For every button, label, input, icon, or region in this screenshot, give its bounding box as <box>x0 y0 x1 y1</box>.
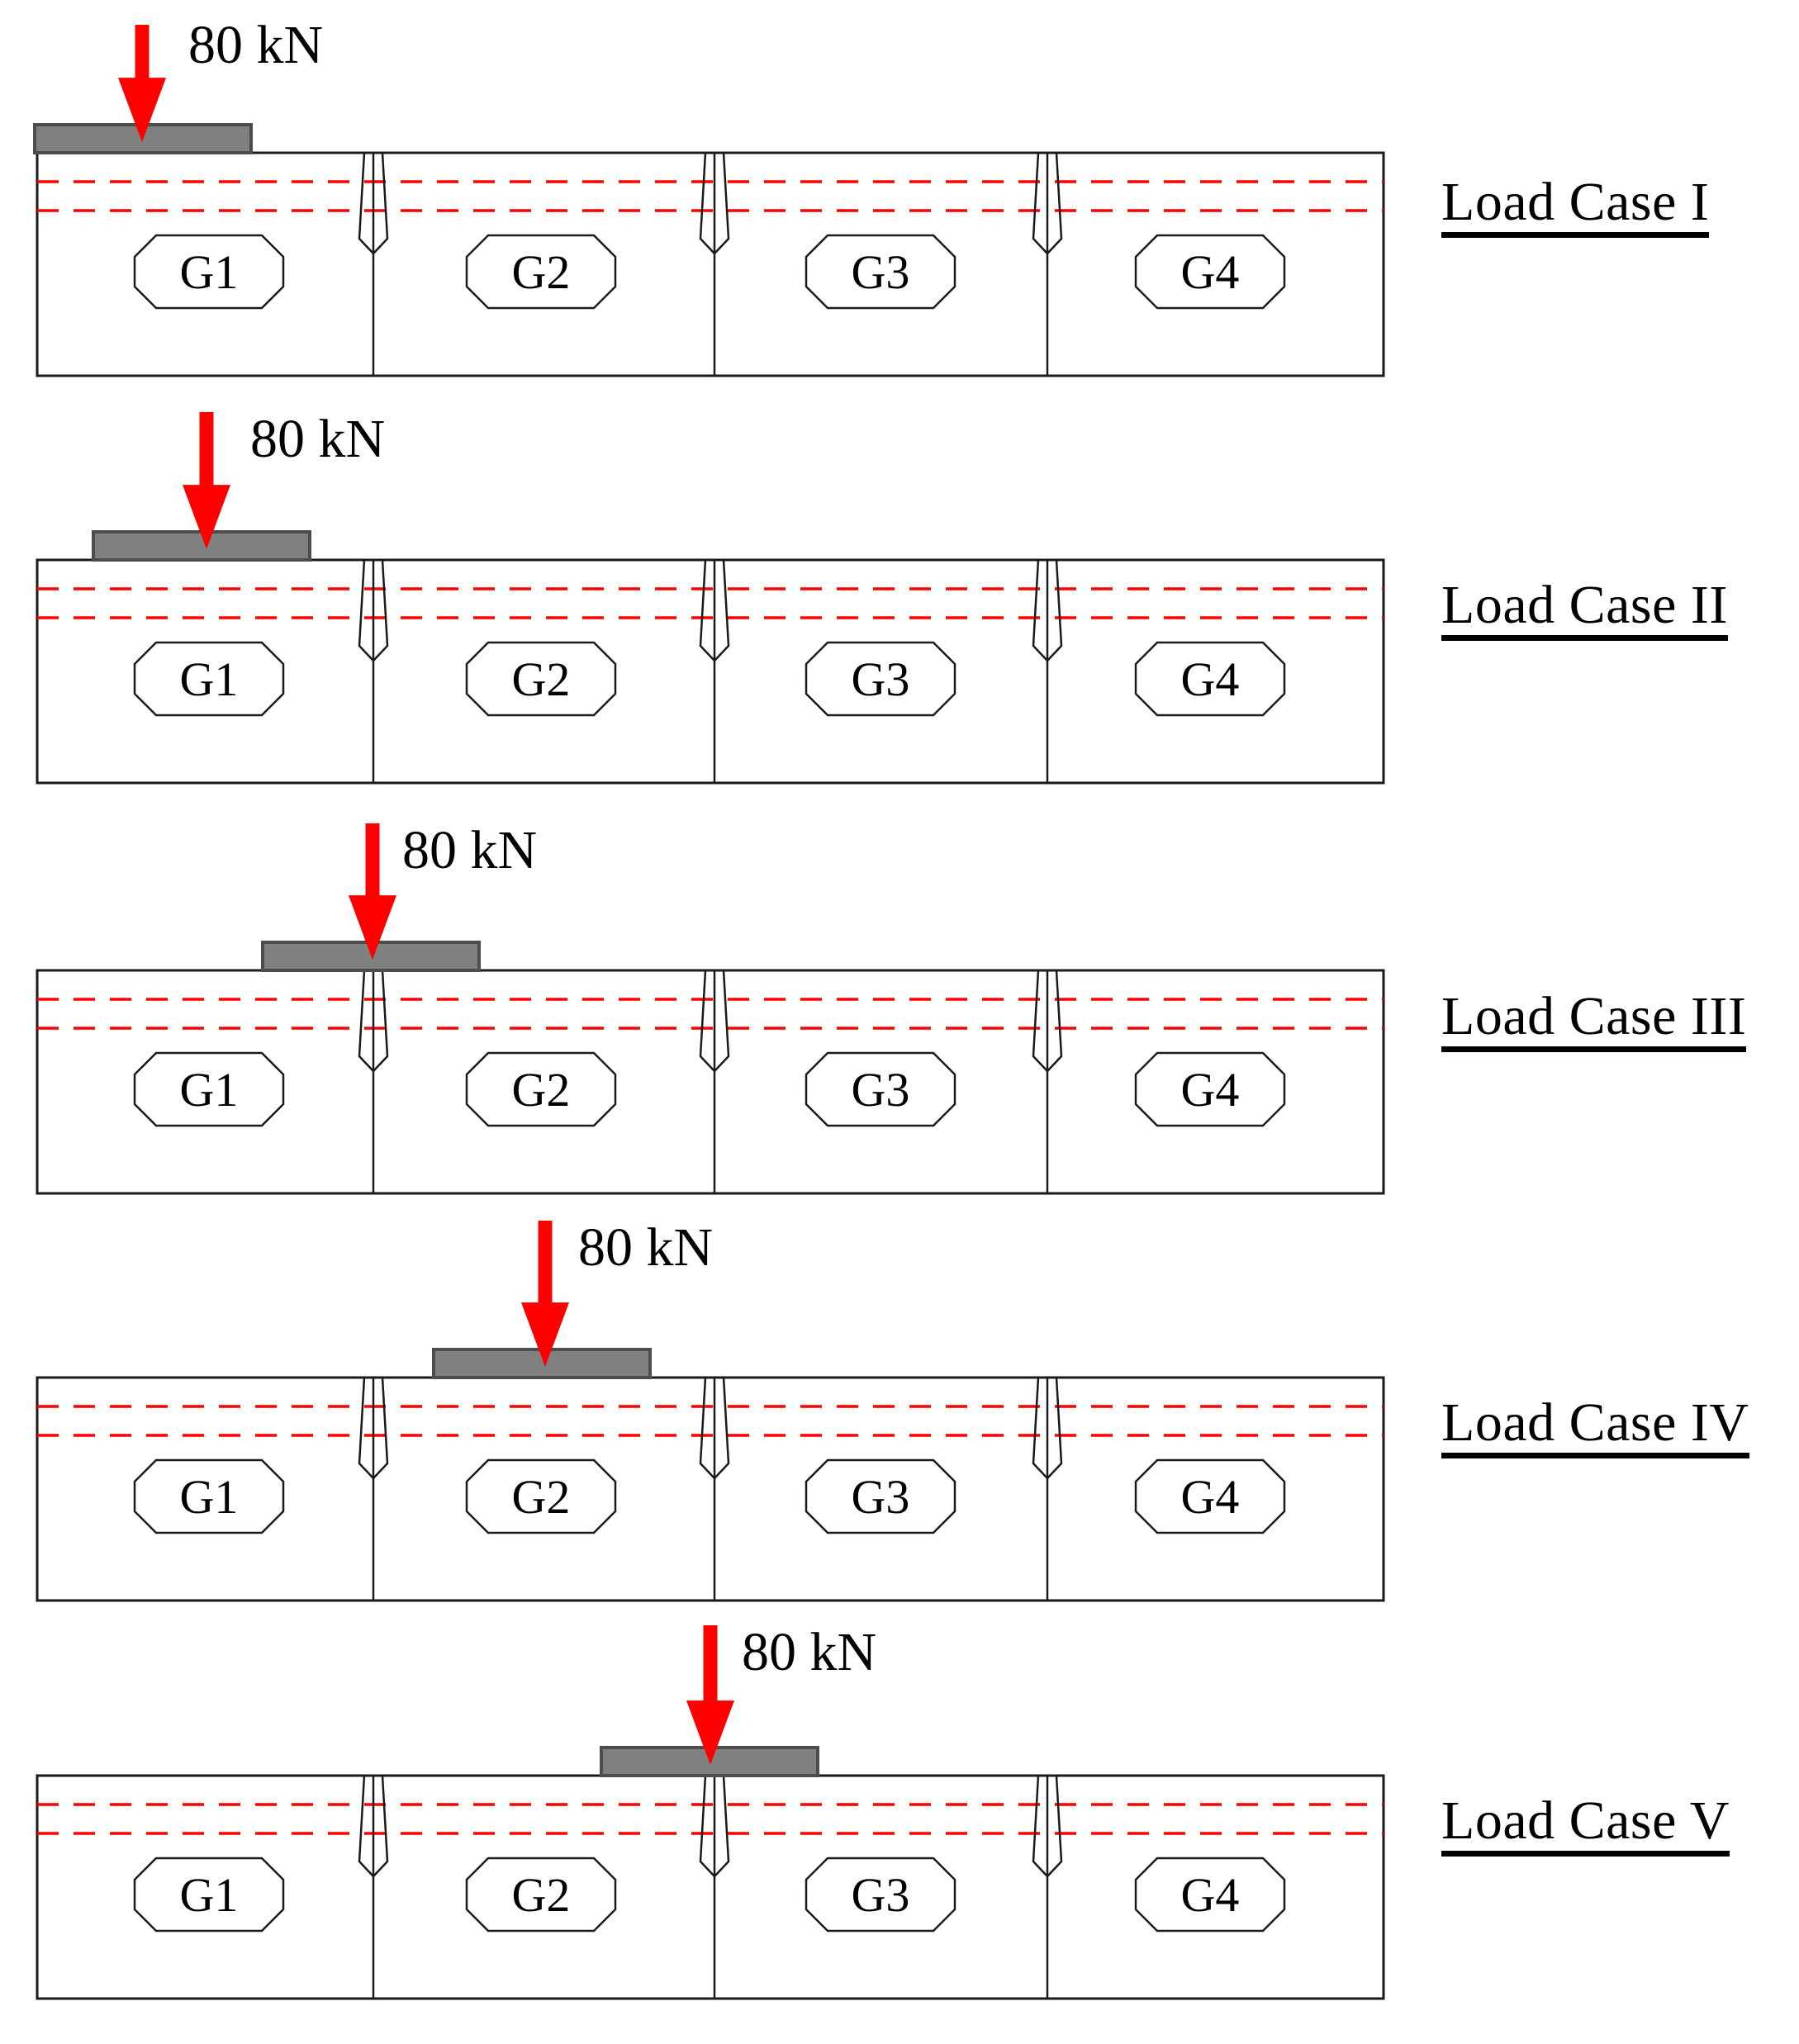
case-caption-text: Load Case III <box>1441 989 1747 1052</box>
girder-void-g2 <box>465 641 617 717</box>
load-case-3: G1 G2 G3 G4 <box>0 815 1799 1205</box>
girder-void-g1 <box>133 1857 285 1933</box>
girder-void-g1 <box>133 1051 285 1127</box>
load-magnitude-label: 80 kN <box>188 15 324 75</box>
girder-void-g3 <box>805 1051 956 1127</box>
girder-void-g4 <box>1134 1051 1286 1127</box>
shear-key-3 <box>1032 1377 1063 1480</box>
girder-void-g2 <box>465 1458 617 1534</box>
load-case-2-drawing: G1 G2 G3 G4 <box>36 412 1385 785</box>
girder-label-g3: G3 <box>852 245 910 299</box>
girder-void-g2 <box>465 1051 617 1127</box>
girder-void-g4 <box>1134 641 1286 717</box>
shear-key-3 <box>1032 970 1063 1073</box>
load-arrow <box>686 1625 734 1766</box>
girder-label-g2: G2 <box>512 1868 571 1922</box>
shear-key-2 <box>699 559 730 662</box>
girder-void-g2 <box>465 234 617 310</box>
girder-void-g3 <box>805 234 956 310</box>
girder-label-g2: G2 <box>512 1063 571 1117</box>
shear-key-1 <box>358 152 389 255</box>
load-arrow <box>521 1221 569 1368</box>
girder-label-g4: G4 <box>1181 652 1240 706</box>
girder-void-g4 <box>1134 234 1286 310</box>
girder-label-g3: G3 <box>852 652 910 706</box>
shear-key-1 <box>358 559 389 662</box>
girder-label-g2: G2 <box>512 652 571 706</box>
girder-void-g3 <box>805 1857 956 1933</box>
load-case-4: G1 G2 G3 G4 <box>0 1212 1799 1612</box>
girder-label-g4: G4 <box>1181 1470 1240 1524</box>
girder-label-g3: G3 <box>852 1063 910 1117</box>
load-arrow <box>349 823 396 960</box>
shear-key-1 <box>358 1377 389 1480</box>
girder-label-g4: G4 <box>1181 245 1240 299</box>
girder-void-g3 <box>805 1458 956 1534</box>
shear-key-3 <box>1032 559 1063 662</box>
load-magnitude-label: 80 kN <box>578 1217 714 1278</box>
girder-label-g2: G2 <box>512 245 571 299</box>
case-caption-4: Load Case IV <box>1441 1396 1749 1458</box>
case-caption-text: Load Case IV <box>1441 1396 1749 1458</box>
girder-label-g1: G1 <box>180 652 239 706</box>
girder-label-g4: G4 <box>1181 1063 1240 1117</box>
case-caption-1: Load Case I <box>1441 175 1710 238</box>
shear-key-2 <box>699 152 730 255</box>
load-pad <box>92 530 311 562</box>
girder-label-g3: G3 <box>852 1868 910 1922</box>
load-case-3-drawing: G1 G2 G3 G4 <box>36 823 1385 1195</box>
girder-void-g1 <box>133 1458 285 1534</box>
load-magnitude-label: 80 kN <box>250 409 386 469</box>
load-case-1: G1 G2 G3 G4 <box>0 17 1799 387</box>
girder-void-g2 <box>465 1857 617 1933</box>
load-case-4-drawing: G1 G2 G3 G4 <box>36 1221 1385 1602</box>
load-magnitude-label: 80 kN <box>742 1622 877 1682</box>
case-caption-2: Load Case II <box>1441 578 1728 641</box>
case-caption-5: Load Case V <box>1441 1794 1730 1857</box>
case-caption-text: Load Case V <box>1441 1794 1730 1857</box>
load-case-1-drawing: G1 G2 G3 G4 <box>33 25 1385 377</box>
girder-label-g4: G4 <box>1181 1868 1240 1922</box>
girder-label-g1: G1 <box>180 1868 239 1922</box>
girder-label-g1: G1 <box>180 1063 239 1117</box>
shear-key-2 <box>699 970 730 1073</box>
girder-void-g4 <box>1134 1458 1286 1534</box>
load-arrow <box>183 412 230 550</box>
case-caption-text: Load Case I <box>1441 175 1710 238</box>
shear-key-2 <box>699 1377 730 1480</box>
load-case-2: G1 G2 G3 G4 <box>0 404 1799 794</box>
girder-label-g1: G1 <box>180 245 239 299</box>
case-caption-text: Load Case II <box>1441 578 1728 641</box>
load-magnitude-label: 80 kN <box>402 820 538 880</box>
load-case-5-drawing: G1 G2 G3 G4 <box>36 1625 1385 2000</box>
girder-void-g4 <box>1134 1857 1286 1933</box>
shear-key-1 <box>358 970 389 1073</box>
shear-key-2 <box>699 1775 730 1878</box>
shear-key-3 <box>1032 1775 1063 1878</box>
girder-void-g1 <box>133 234 285 310</box>
girder-label-g1: G1 <box>180 1470 239 1524</box>
girder-label-g2: G2 <box>512 1470 571 1524</box>
girder-void-g1 <box>133 641 285 717</box>
girder-void-g3 <box>805 641 956 717</box>
shear-key-3 <box>1032 152 1063 255</box>
shear-key-1 <box>358 1775 389 1878</box>
load-case-5: G1 G2 G3 G4 <box>0 1617 1799 2010</box>
girder-label-g3: G3 <box>852 1470 910 1524</box>
case-caption-3: Load Case III <box>1441 989 1747 1052</box>
load-arrow <box>118 25 166 143</box>
